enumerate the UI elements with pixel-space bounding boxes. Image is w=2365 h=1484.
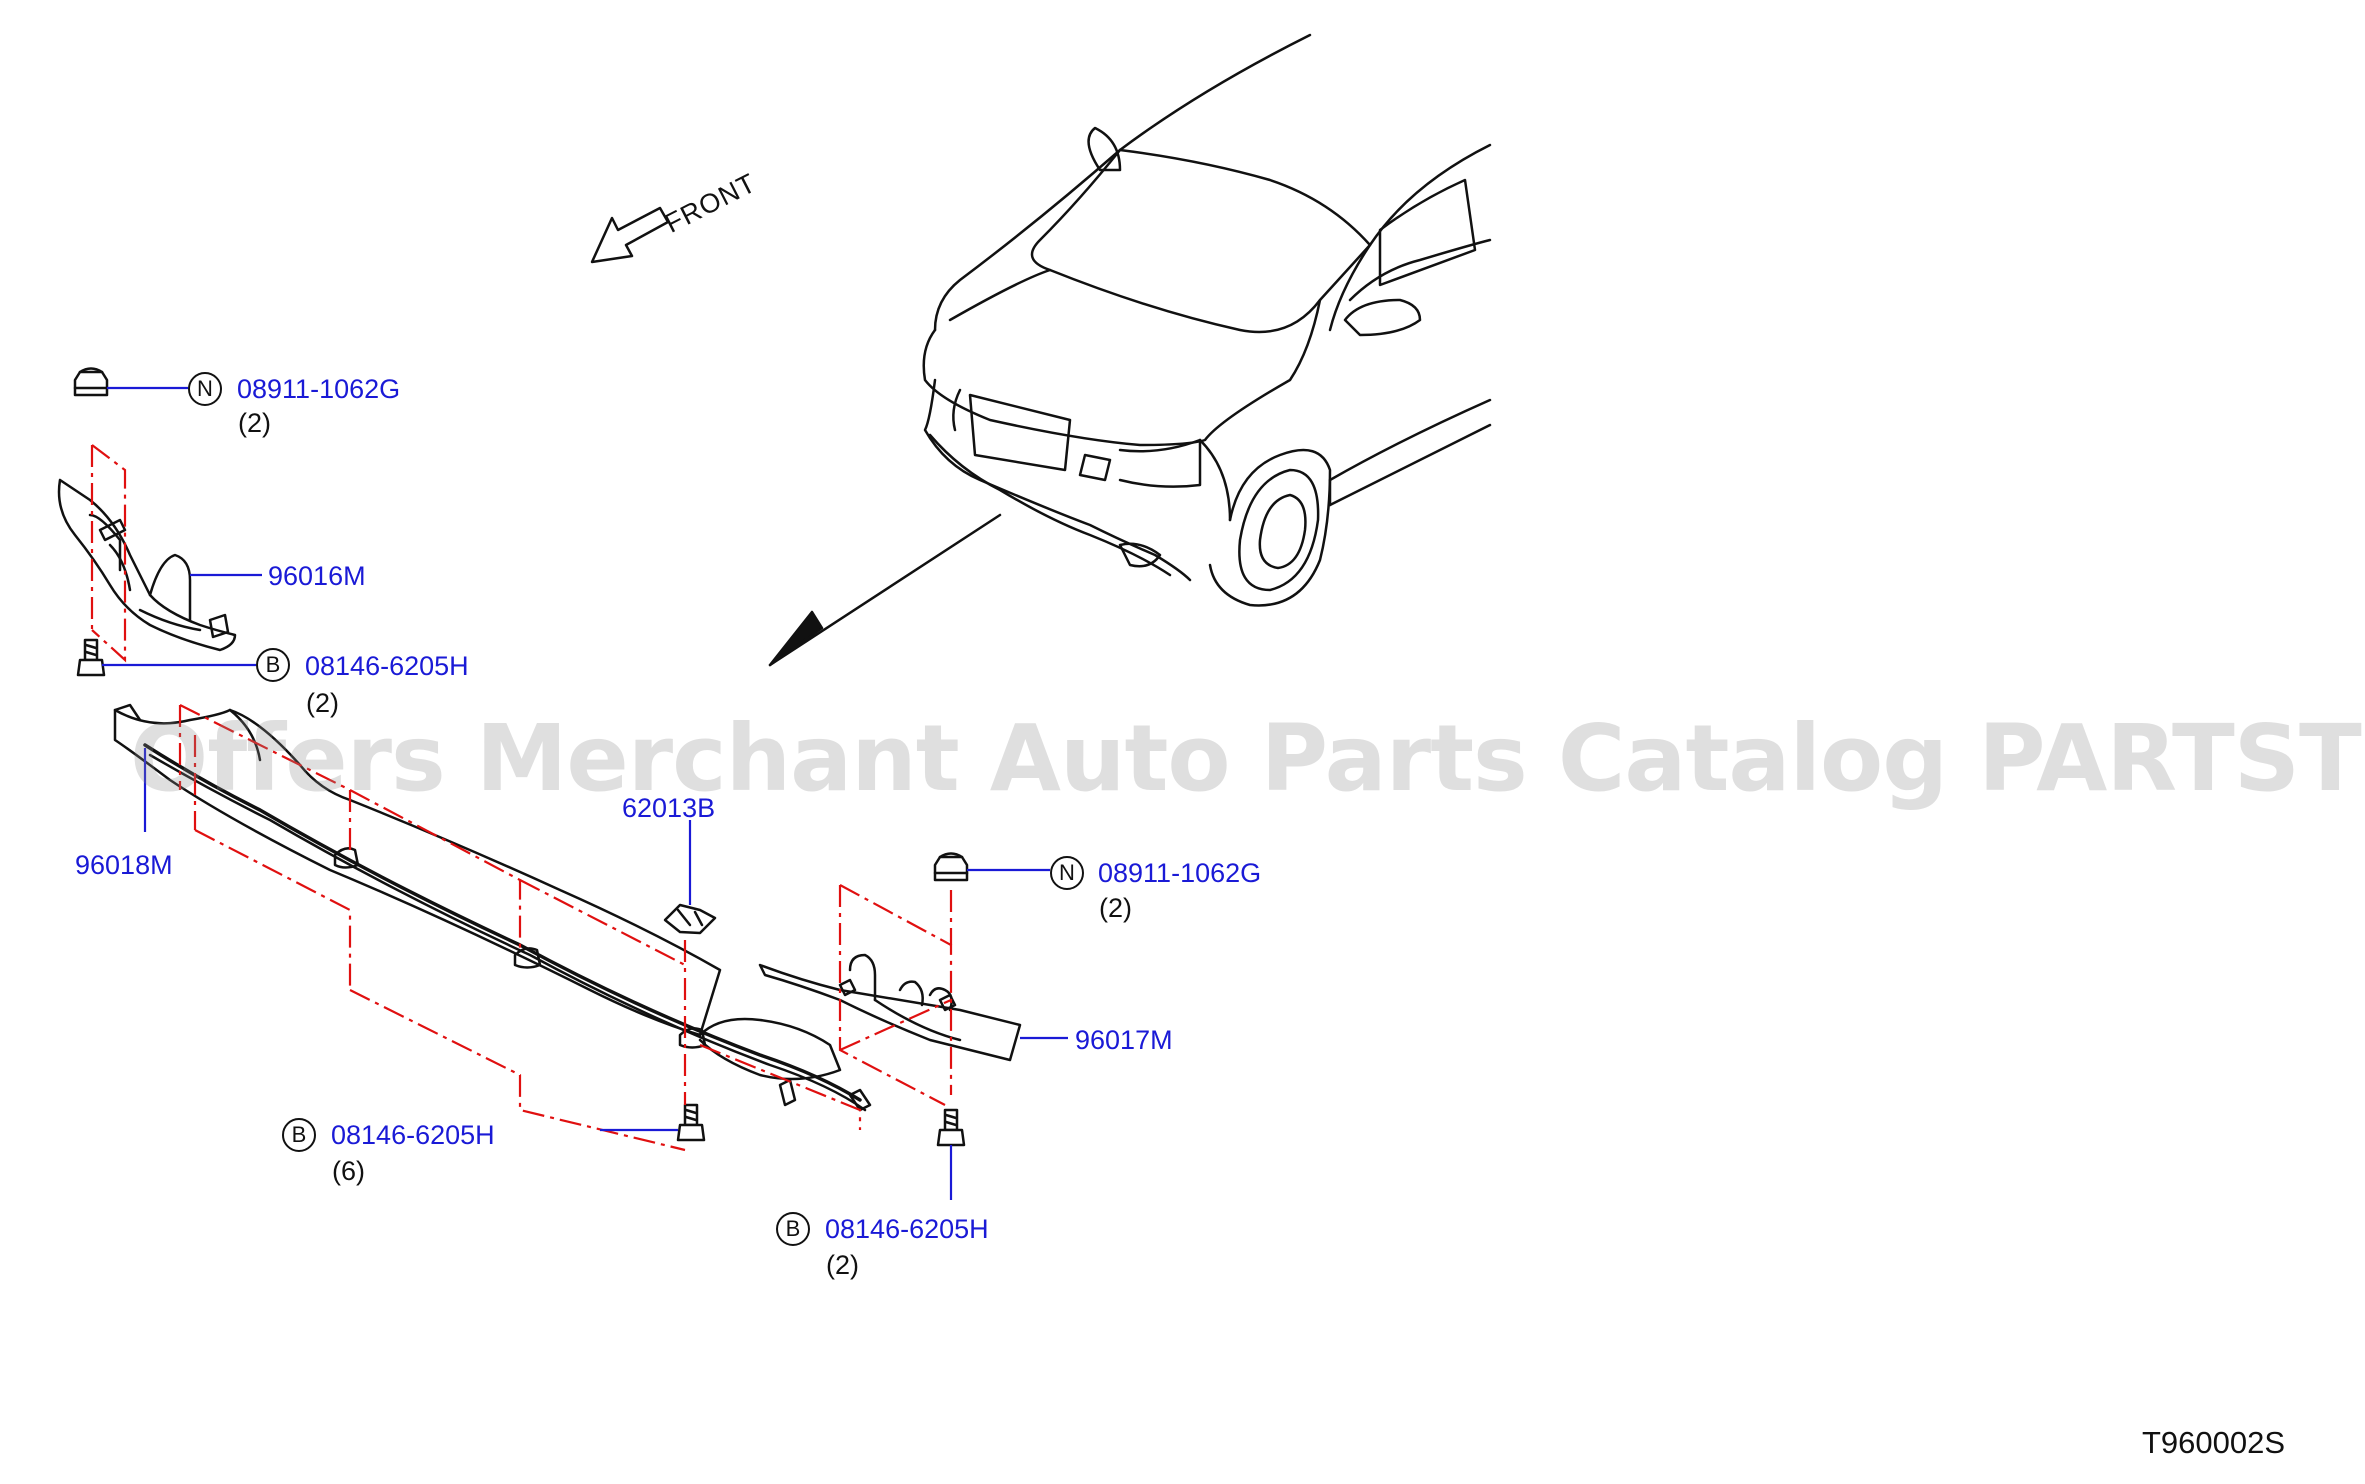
part-quantity: (6) <box>332 1156 365 1186</box>
bolt-badge: B <box>776 1212 810 1246</box>
bolt-right <box>936 1108 966 1147</box>
bolt-left <box>76 638 106 677</box>
nut-badge: N <box>1050 856 1084 890</box>
watermark-text: Offers Merchant Auto Parts Catalog PARTS… <box>130 705 2365 812</box>
nut-right <box>933 852 969 882</box>
figure-code: T960002S <box>2141 1425 2285 1460</box>
part-quantity: (2) <box>238 408 271 438</box>
part-number-link[interactable]: 08146-6205H <box>305 651 469 681</box>
part-number-link[interactable]: 96016M <box>268 561 366 591</box>
front-arrow <box>590 206 670 264</box>
part-number-link[interactable]: 96018M <box>75 850 173 880</box>
part-number-link[interactable]: 08146-6205H <box>825 1214 989 1244</box>
part-number-link[interactable]: 08911-1062G <box>1098 858 1262 888</box>
pointer-arrow <box>768 513 1002 667</box>
bolt-badge: B <box>256 648 290 682</box>
bracket-96017m <box>758 953 1022 1062</box>
clip-62013b <box>663 903 717 935</box>
vehicle-illustration <box>922 33 1492 607</box>
bracket-96016m <box>57 478 237 652</box>
part-quantity: (2) <box>1099 893 1132 923</box>
nut-left <box>73 367 109 397</box>
bolt-middle <box>676 1103 706 1142</box>
part-number-link[interactable]: 96017M <box>1075 1025 1173 1055</box>
nut-badge: N <box>188 372 222 406</box>
leader-lines <box>102 386 1068 1200</box>
bolt-badge: B <box>282 1118 316 1152</box>
part-number-link[interactable]: 08146-6205H <box>331 1120 495 1150</box>
part-number-link[interactable]: 08911-1062G <box>237 374 401 404</box>
part-quantity: (2) <box>306 688 339 718</box>
part-number-link[interactable]: 62013B <box>622 793 716 823</box>
part-quantity: (2) <box>826 1250 859 1280</box>
